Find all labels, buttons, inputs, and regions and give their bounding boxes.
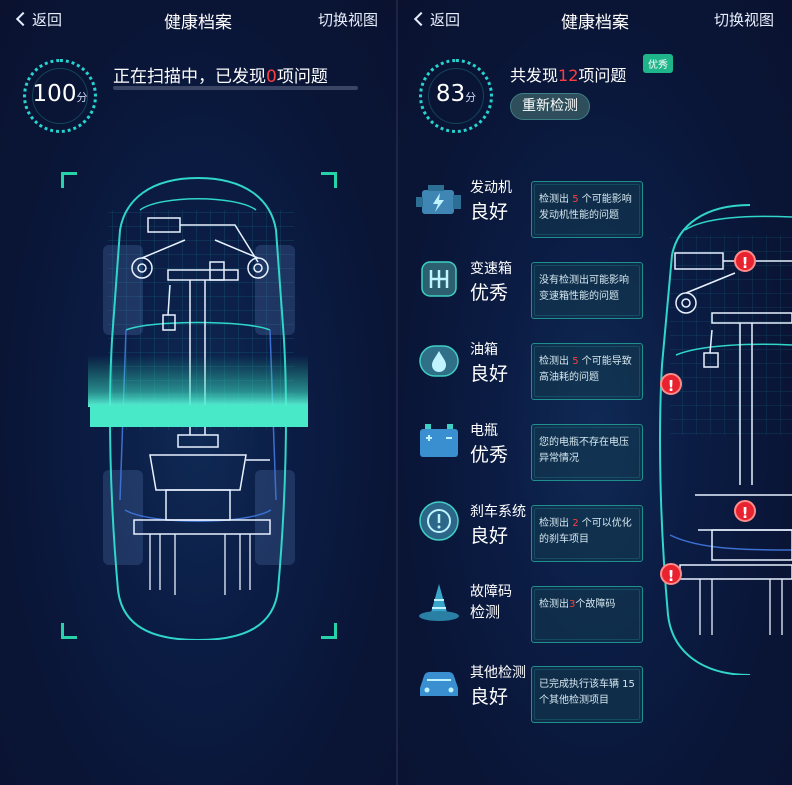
brake-icon xyxy=(414,500,464,542)
fault-code-icon xyxy=(414,580,464,622)
item-status: 良好 xyxy=(470,201,509,223)
item-detail-box[interactable]: 您的电瓶不存在电压异常情况 xyxy=(531,424,643,481)
back-button[interactable]: 返回 xyxy=(15,9,62,30)
item-name: 其他检测 xyxy=(470,665,526,681)
gearbox-icon xyxy=(414,258,464,300)
scan-frame-corner xyxy=(321,623,337,639)
warning-marker-fuel[interactable]: ! xyxy=(660,373,682,395)
car-schematic-result xyxy=(659,204,792,675)
scan-frame-corner xyxy=(61,172,77,188)
top-nav-bar: 返回 健康档案 切换视图 xyxy=(398,0,792,38)
car-schematic-scanning xyxy=(88,176,308,640)
car-icon xyxy=(414,662,464,704)
item-name: 变速箱 xyxy=(470,261,512,277)
item-status: 良好 xyxy=(470,525,509,547)
item-name: 故障码 xyxy=(470,584,512,600)
item-status: 良好 xyxy=(470,686,509,708)
top-nav-bar: 返回 健康档案 切换视图 xyxy=(0,0,396,38)
switch-view-button[interactable]: 切换视图 xyxy=(713,11,774,29)
scanning-panel: 返回 健康档案 切换视图 100分 正在扫描中，已发现0项问题 xyxy=(0,0,396,785)
problem-summary: 共发现12项问题 xyxy=(510,66,627,85)
engine-icon xyxy=(414,180,464,222)
health-score-ring: 100分 xyxy=(23,59,97,133)
switch-view-button[interactable]: 切换视图 xyxy=(317,11,378,29)
item-name: 电瓶 xyxy=(470,423,498,439)
item-name: 发动机 xyxy=(470,180,512,196)
health-score: 83分 xyxy=(435,81,477,107)
item-detail-box[interactable]: 检测出 2 个可以优化的刹车项目 xyxy=(531,505,643,562)
page-title: 健康档案 xyxy=(561,13,629,33)
scan-frame-corner xyxy=(321,172,337,188)
health-score-ring: 83分 xyxy=(419,59,493,133)
recheck-button[interactable]: 重新检测 xyxy=(510,93,590,120)
scan-progress-bar xyxy=(113,86,358,90)
battery-icon xyxy=(414,420,464,462)
scan-status-text: 正在扫描中，已发现0项问题 xyxy=(113,67,328,87)
item-detail-box[interactable]: 检测出3个故障码 xyxy=(531,586,643,643)
item-status: 检测 xyxy=(470,603,501,621)
item-name: 油箱 xyxy=(470,342,498,358)
warning-marker-fault[interactable]: ! xyxy=(660,563,682,585)
warning-marker-brake[interactable]: ! xyxy=(734,500,756,522)
page-title: 健康档案 xyxy=(164,13,232,33)
back-button[interactable]: 返回 xyxy=(413,9,460,30)
rating-badge: 优秀 xyxy=(643,54,673,73)
problem-count: 0 xyxy=(266,67,277,87)
item-status: 优秀 xyxy=(470,444,509,466)
item-detail-box[interactable]: 检测出 5 个可能影响发动机性能的问题 xyxy=(531,181,643,238)
health-score: 100分 xyxy=(32,81,88,107)
item-detail-box[interactable]: 检测出 5 个可能导致高油耗的问题 xyxy=(531,343,643,400)
item-detail-box[interactable]: 已完成执行该车辆 15 个其他检测项目 xyxy=(531,666,643,723)
item-name: 刹车系统 xyxy=(470,504,526,520)
fuel-tank-icon xyxy=(414,340,464,382)
scan-frame-corner xyxy=(61,623,77,639)
item-detail-box[interactable]: 没有检测出可能影响变速箱性能的问题 xyxy=(531,262,643,319)
item-status: 良好 xyxy=(470,363,509,385)
problem-count: 12 xyxy=(558,66,579,85)
item-status: 优秀 xyxy=(470,282,509,304)
warning-marker-engine[interactable]: ! xyxy=(734,250,756,272)
